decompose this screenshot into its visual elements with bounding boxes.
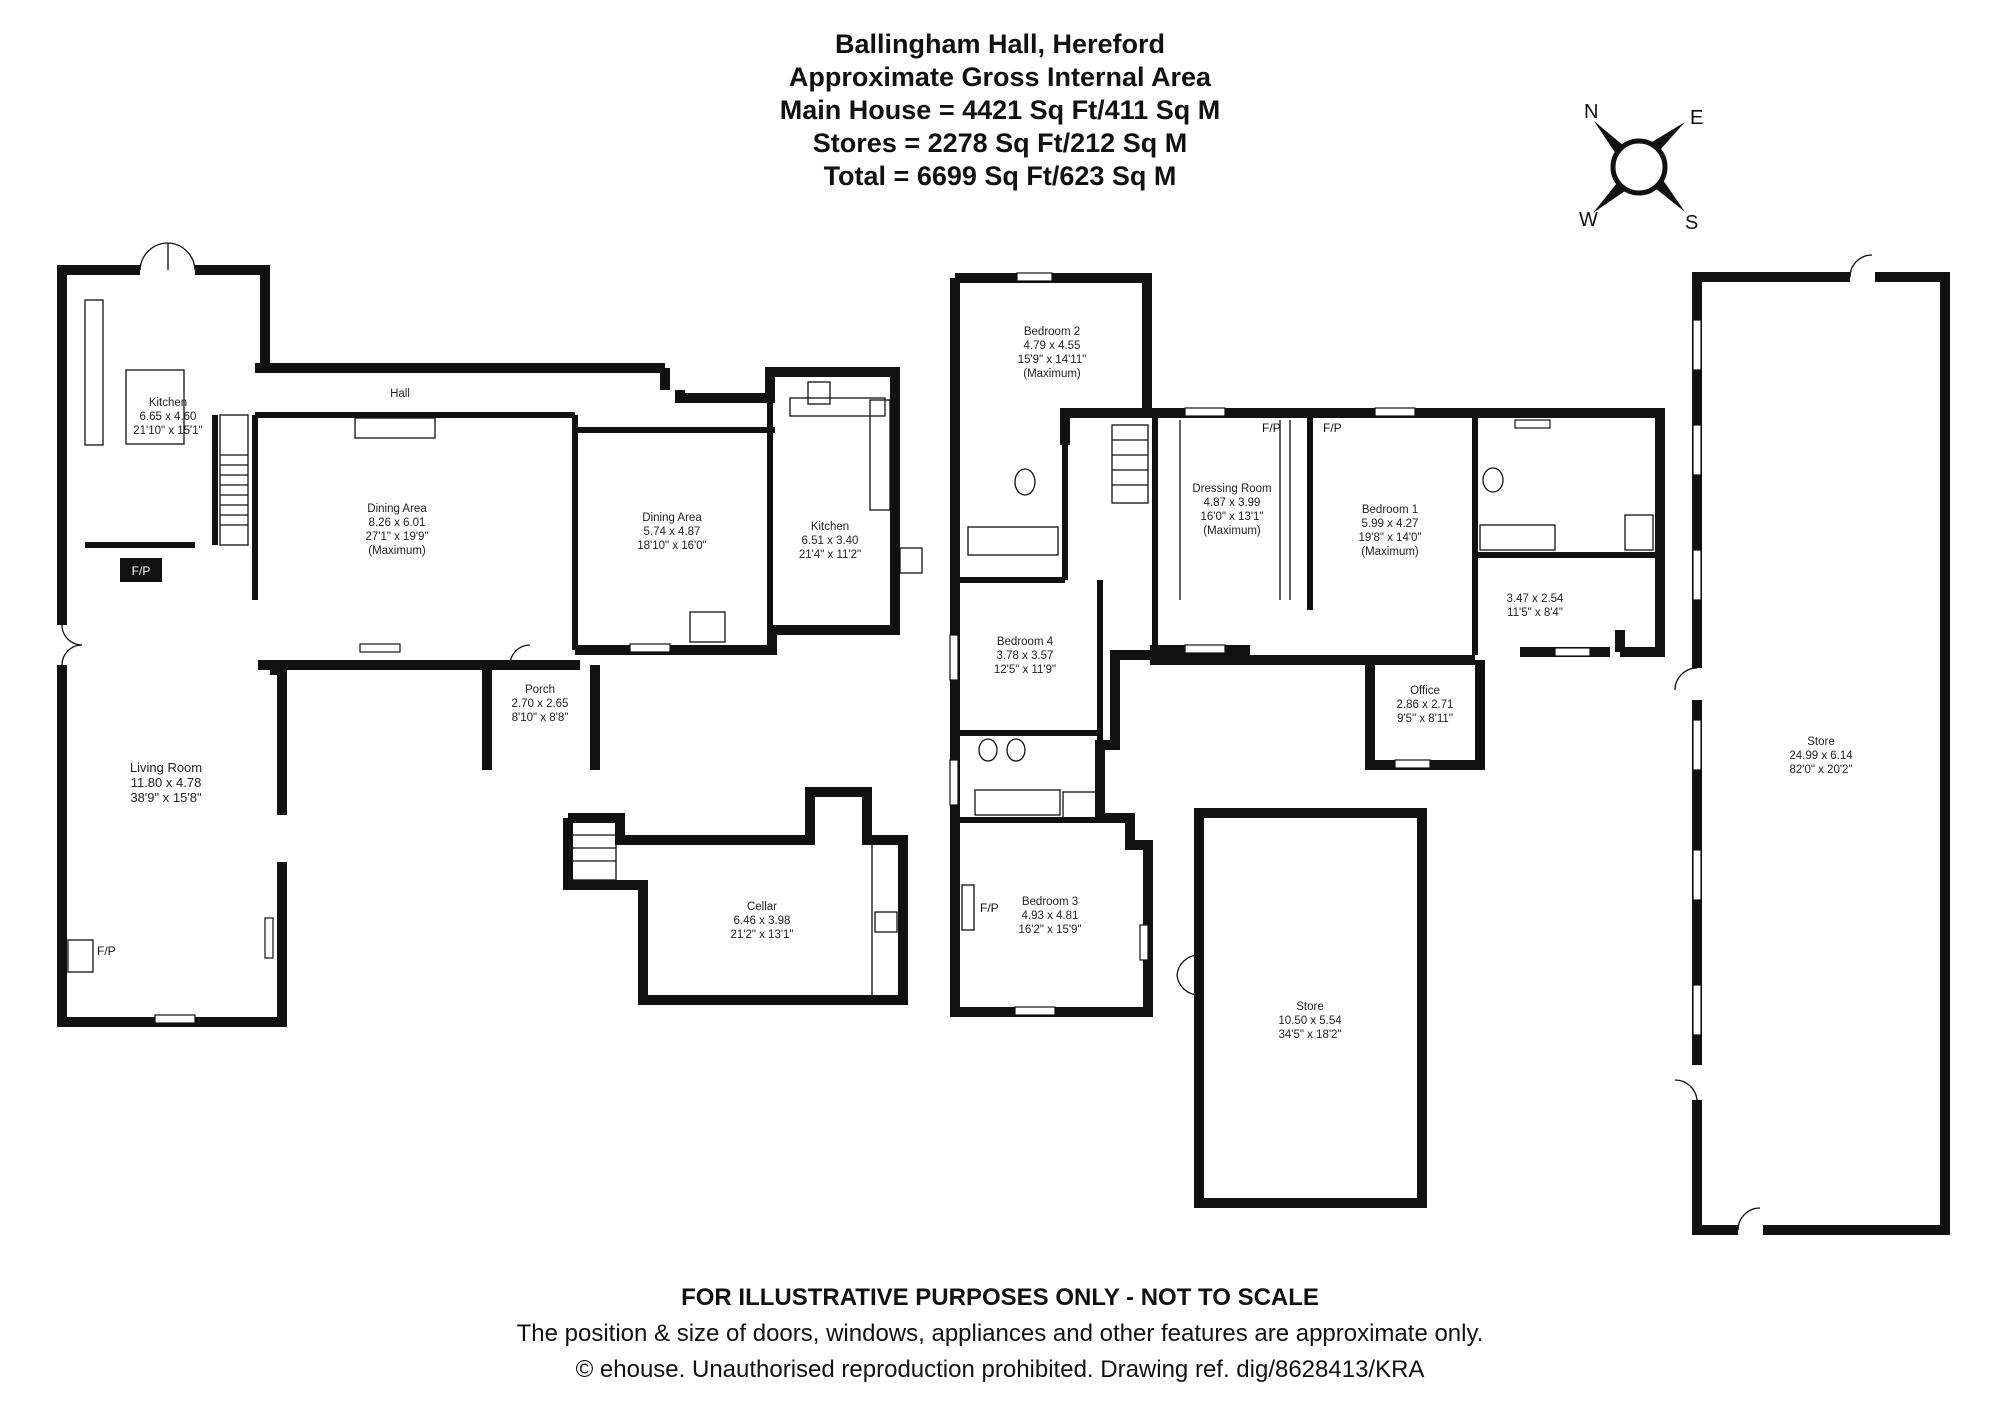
fp-label-dressing: F/P [1262,421,1281,435]
property-title: Ballingham Hall, Hereford [834,29,1166,59]
fp-label-living: F/P [97,944,116,958]
store-small-outline [1176,808,1427,1208]
room-metric: 4.87 x 3.99 [1204,497,1261,509]
main-house-west-wing: F/P F/P [57,242,923,1027]
room-imperial: 27'1" x 19'9" [365,531,428,543]
room-name: Cellar [747,901,777,913]
plan-footer: FOR ILLUSTRATIVE PURPOSES ONLY - NOT TO … [0,1280,2000,1388]
plan-header: Ballingham Hall, Hereford Approximate Gr… [0,28,2000,193]
compass-icon: N E W S [1579,101,1703,234]
room-imperial: 82'0" x 20'2" [1789,764,1852,776]
room-imperial: 21'2" x 13'1" [730,929,793,941]
room-metric: 6.51 x 3.40 [802,535,859,547]
fp-label-bed1: F/P [1323,421,1342,435]
room-note: (Maximum) [1203,525,1261,537]
room-name: Bedroom 2 [1024,326,1080,338]
room-store-large: Store 24.99 x 6.14 82'0" x 20'2" [1789,736,1853,776]
room-note: (Maximum) [1023,368,1081,380]
room-cellar: Cellar 6.46 x 3.98 21'2" x 13'1" [730,901,793,941]
room-imperial: 16'2" x 15'9" [1018,924,1081,936]
room-name: Office [1410,685,1440,697]
room-imperial: 16'0" x 13'1" [1200,511,1263,523]
room-store-small: Store 10.50 x 5.54 34'5" x 18'2" [1278,1001,1342,1041]
room-metric: 10.50 x 5.54 [1278,1015,1342,1027]
room-name: Hall [390,388,410,400]
room-name: Porch [525,684,555,696]
fp-label-bed3: F/P [980,901,999,915]
compass-n: N [1584,101,1598,123]
room-hall: Hall [390,388,410,400]
room-imperial: 15'9" x 14'11" [1018,354,1087,366]
room-metric: 6.65 x 4.60 [140,411,197,423]
room-small-unlabelled: 3.47 x 2.54 11'5" x 8'4" [1507,593,1565,619]
room-imperial: 38'9" x 15'8" [130,790,202,805]
room-kitchen-1: Kitchen 6.65 x 4.60 21'10" x 15'1" [133,397,202,437]
room-bedroom-4: Bedroom 4 3.78 x 3.57 12'5" x 11'9" [994,636,1056,676]
room-metric: 24.99 x 6.14 [1789,750,1853,762]
room-metric: 4.79 x 4.55 [1024,340,1081,352]
room-note: (Maximum) [368,545,426,557]
room-metric: 5.99 x 4.27 [1362,518,1419,530]
room-name: Bedroom 1 [1362,504,1418,516]
room-imperial: 9'5" x 8'11" [1397,713,1453,725]
room-metric: 2.86 x 2.71 [1397,699,1454,711]
stores-area: Stores = 2278 Sq Ft/212 Sq M [812,128,1188,158]
room-name: Bedroom 4 [997,636,1054,648]
room-bedroom-1: Bedroom 1 5.99 x 4.27 19'8" x 14'0" (Max… [1358,504,1421,558]
fp-label-kitchen: F/P [132,564,151,578]
room-name: Store [1296,1001,1324,1013]
room-name: Living Room [130,760,202,775]
room-dining-area-2: Dining Area 5.74 x 4.87 18'10" x 16'0" [637,512,706,552]
main-house-area: Main House = 4421 Sq Ft/411 Sq M [779,95,1221,125]
room-living-room: Living Room 11.80 x 4.78 38'9" x 15'8" [130,760,202,805]
room-imperial: 18'10" x 16'0" [637,540,706,552]
room-metric: 3.78 x 3.57 [997,650,1054,662]
room-name: Dining Area [642,512,702,524]
room-metric: 8.26 x 6.01 [369,517,426,529]
room-imperial: 21'4" x 11'2" [799,549,861,561]
compass-w: W [1579,209,1598,231]
room-imperial: 21'10" x 15'1" [133,425,202,437]
room-office: Office 2.86 x 2.71 9'5" x 8'11" [1397,685,1454,725]
room-metric: 4.93 x 4.81 [1022,910,1079,922]
room-name: Kitchen [811,521,849,533]
compass-s: S [1685,212,1698,234]
room-kitchen-2: Kitchen 6.51 x 3.40 21'4" x 11'2" [799,521,861,561]
main-house-east-wing: F/P F/P F/P [949,272,1665,1017]
room-imperial: 11'5" x 8'4" [1507,607,1563,619]
room-name: Store [1807,736,1835,748]
room-bedroom-3: Bedroom 3 4.93 x 4.81 16'2" x 15'9" [1018,896,1081,936]
room-name: Dining Area [367,503,427,515]
room-metric: 11.80 x 4.78 [131,775,202,790]
store-large-outline [1674,254,1950,1235]
room-metric: 6.46 x 3.98 [734,915,791,927]
room-metric: 3.47 x 2.54 [1507,593,1565,605]
room-dining-area-1: Dining Area 8.26 x 6.01 27'1" x 19'9" (M… [365,503,428,557]
room-name: Kitchen [149,397,187,409]
room-dressing-room: Dressing Room 4.87 x 3.99 16'0" x 13'1" … [1192,483,1271,537]
room-imperial: 19'8" x 14'0" [1358,532,1421,544]
room-name: Bedroom 3 [1022,896,1078,908]
room-metric: 5.74 x 4.87 [644,526,701,538]
room-metric: 2.70 x 2.65 [512,698,569,710]
room-name: Dressing Room [1192,483,1271,495]
copyright-text: © ehouse. Unauthorised reproduction proh… [575,1356,1425,1383]
compass-e: E [1690,107,1703,129]
room-imperial: 8'10" x 8'8" [512,712,569,724]
room-note: (Maximum) [1361,546,1419,558]
disclaimer-text: The position & size of doors, windows, a… [516,1320,1484,1347]
room-bedroom-2: Bedroom 2 4.79 x 4.55 15'9" x 14'11" (Ma… [1018,326,1087,380]
area-heading: Approximate Gross Internal Area [788,62,1212,92]
disclaimer-title: FOR ILLUSTRATIVE PURPOSES ONLY - NOT TO … [681,1284,1319,1311]
total-area: Total = 6699 Sq Ft/623 Sq M [823,161,1177,191]
room-porch: Porch 2.70 x 2.65 8'10" x 8'8" [512,684,569,724]
room-imperial: 12'5" x 11'9" [994,664,1056,676]
room-imperial: 34'5" x 18'2" [1278,1029,1341,1041]
